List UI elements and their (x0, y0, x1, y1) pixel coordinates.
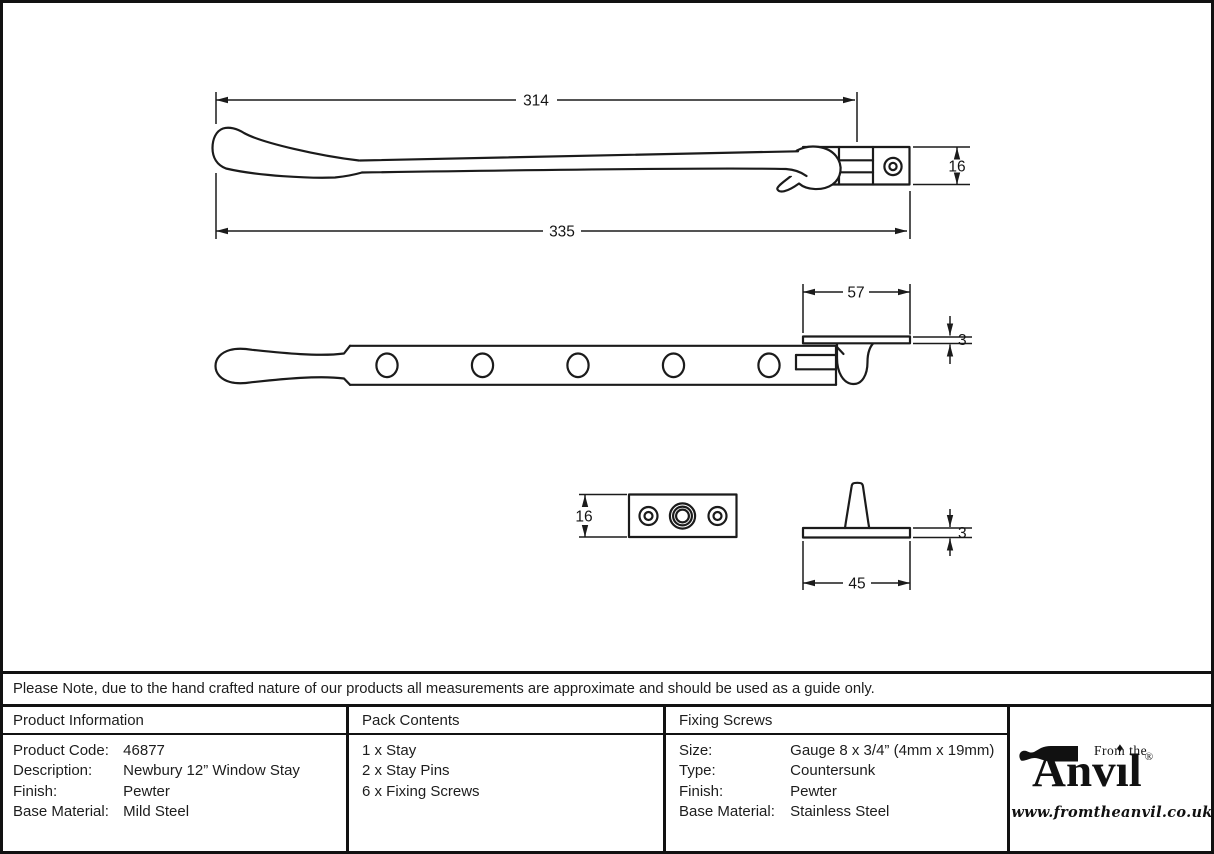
from-the-anvil-logo: From the A nv♦ıl® www.fromtheanvil.co.uk (1010, 707, 1214, 854)
dim-label-inner-length: 314 (523, 93, 549, 110)
pivot-hook (835, 340, 876, 386)
stay-hole (566, 352, 590, 379)
table-row: Type: Countersunk (679, 762, 876, 780)
list-item: 2 x Stay Pins (362, 762, 450, 780)
diamond-dot-icon: ♦ (1116, 740, 1124, 755)
stay-hole (757, 352, 781, 379)
product-code-value: 46877 (123, 742, 165, 759)
screw-material-value: Stainless Steel (790, 803, 890, 821)
pin-base-plate (801, 526, 912, 539)
table-row: Finish: Pewter (679, 782, 837, 800)
dim-label-keep-plate-height: 16 (575, 509, 592, 526)
dim-label-pin-plate-length: 45 (848, 576, 865, 593)
brand-logo-cell: From the A nv♦ıl® www.fromtheanvil.co.uk (1007, 707, 1214, 854)
base-material-value: Mild Steel (123, 803, 190, 821)
table-row: Base Material: Stainless Steel (679, 803, 890, 821)
screw-finish-value: Pewter (790, 782, 837, 800)
list-item: 6 x Fixing Screws (362, 782, 480, 800)
stay-pin-view (801, 481, 972, 590)
technical-drawing: 314 335 16 57 3 16 45 3 (211, 92, 972, 593)
dim-label-plate-thickness: 3 (958, 332, 967, 349)
product-information-header: Product Information (0, 707, 346, 735)
table-row: Size: Gauge 8 x 3/4” (4mm x 19mm) (679, 742, 995, 759)
keep-plate-view (579, 493, 738, 539)
side-view (211, 92, 970, 239)
table-row: Description: Newbury 12” Window Stay (13, 762, 300, 780)
table-row: Base Material: Mild Steel (13, 803, 190, 821)
fixing-screws-column: Fixing Screws Size: Gauge 8 x 3/4” (4mm … (663, 707, 1007, 854)
pack-contents-column: Pack Contents 1 x Stay 2 x Stay Pins 6 x… (346, 707, 663, 854)
list-item: 1 x Stay (362, 742, 417, 759)
dim-label-bracket-height: 16 (948, 159, 965, 176)
table-row: Finish: Pewter (13, 782, 170, 800)
pivot-plate (801, 335, 912, 345)
pack-contents-header: Pack Contents (349, 707, 663, 735)
dim-label-plate-length: 57 (847, 285, 864, 302)
stay-hole (375, 352, 399, 379)
info-table: Product Information Product Code: 46877 … (0, 707, 1214, 854)
top-view (214, 284, 972, 386)
stay-hole (661, 352, 686, 379)
description-value: Newbury 12” Window Stay (123, 762, 300, 780)
pin-cone (843, 481, 871, 530)
fixing-screws-header: Fixing Screws (666, 707, 1007, 735)
registered-mark: ® (1144, 751, 1154, 763)
table-row: Product Code: 46877 (13, 742, 165, 759)
logo-tagline: From the (1094, 743, 1148, 758)
stay-handle-top (214, 344, 352, 386)
brand-wordmark: A nv♦ıl® (1019, 741, 1154, 807)
finish-value: Pewter (123, 782, 170, 800)
dim-label-pin-plate-thickness: 3 (958, 525, 967, 542)
bracket-screw-hole (883, 156, 903, 177)
screw-size-value: Gauge 8 x 3/4” (4mm x 19mm) (790, 742, 995, 759)
screw-type-value: Countersunk (790, 762, 876, 780)
dim-label-overall-length: 335 (549, 224, 575, 241)
note-text: Please Note, due to the hand crafted nat… (13, 681, 875, 697)
note-row: Please Note, due to the hand crafted nat… (0, 671, 1214, 707)
product-information-column: Product Information Product Code: 46877 … (0, 707, 346, 854)
stay-handle-side (211, 126, 364, 179)
logo-url: www.fromtheanvil.co.uk (1011, 804, 1213, 821)
stay-hole (470, 352, 495, 379)
anvil-icon (1019, 746, 1078, 762)
